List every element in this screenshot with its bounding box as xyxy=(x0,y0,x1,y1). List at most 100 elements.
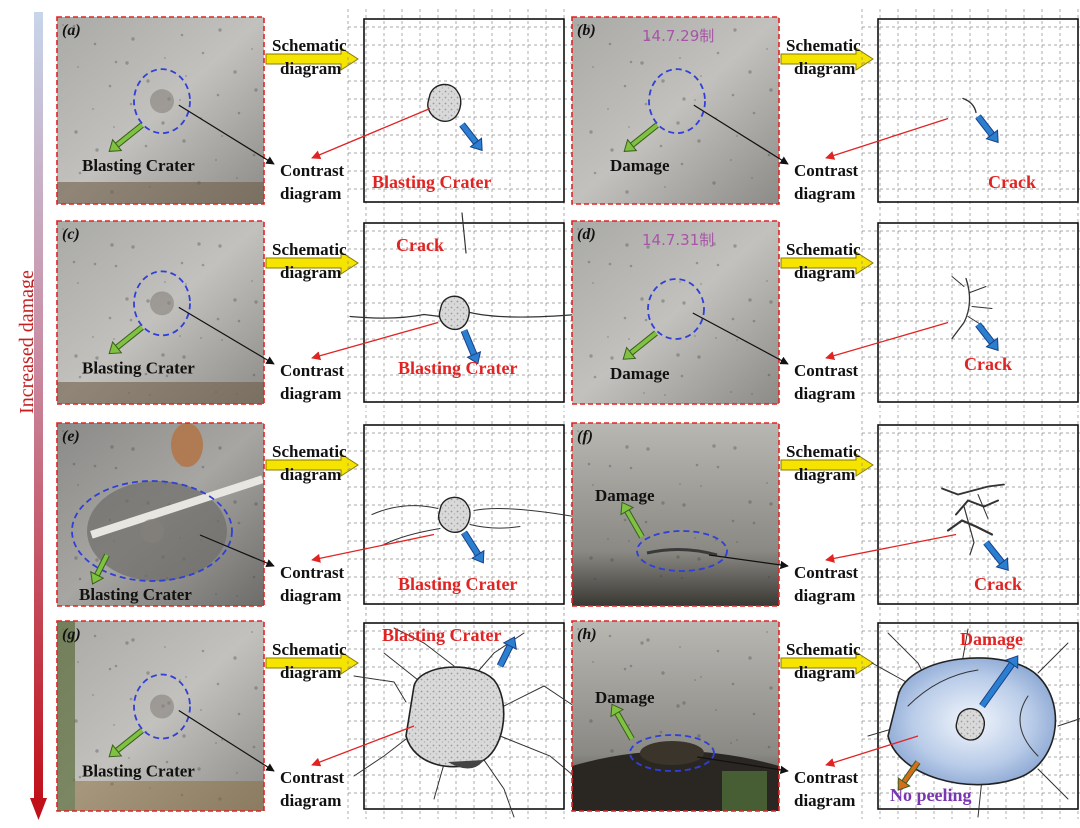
photo-speckle xyxy=(215,742,217,744)
photo-label: Damage xyxy=(595,688,655,707)
crack-line xyxy=(469,311,577,318)
photo-speckle xyxy=(108,84,112,88)
photo-speckle xyxy=(237,111,241,115)
schematic-frame xyxy=(877,424,1079,605)
schematic-label: Crack xyxy=(988,172,1036,192)
photo-speckle xyxy=(74,130,78,134)
photo-speckle xyxy=(182,734,186,738)
panel-h: (h)DamageSchematicdiagramContrastdiagram… xyxy=(571,613,1080,819)
photo-background xyxy=(572,221,779,404)
photo-speckle xyxy=(114,664,118,668)
photo-speckle xyxy=(110,445,114,449)
photo-ruler xyxy=(90,475,264,539)
photo-speckle xyxy=(72,462,76,466)
photo-speckle xyxy=(108,667,112,671)
contrast-label-line2: diagram xyxy=(280,184,341,203)
photo-pointer-arrow-shaft xyxy=(615,712,634,740)
photo-speckle xyxy=(629,664,633,668)
photo-speckle xyxy=(664,596,666,598)
blue-arrow-head xyxy=(471,549,485,564)
photo-speckle xyxy=(640,61,644,65)
blue-arrow-head xyxy=(466,350,482,365)
crack-line xyxy=(907,669,979,707)
photo-speckle xyxy=(640,641,644,645)
photo-speckle xyxy=(716,263,720,267)
photo-speckle xyxy=(736,541,738,543)
photo-speckle xyxy=(215,593,217,595)
photo-speckle xyxy=(644,102,648,106)
photo-crater-spot xyxy=(150,89,174,114)
panel-e: (e)Blasting CraterSchematicdiagramContra… xyxy=(56,415,578,614)
photo-speckle xyxy=(731,317,735,321)
photo-speckle xyxy=(751,177,753,179)
photo-speckle xyxy=(610,558,614,562)
photo-pointer-arrow-shaft xyxy=(115,123,144,147)
photo-speckle xyxy=(254,686,258,690)
photo-speckle xyxy=(197,242,201,246)
photo-pointer-arrow-head xyxy=(610,703,625,718)
photo-pointer-arrow-shaft xyxy=(625,510,644,538)
schematic-frame xyxy=(877,222,1079,403)
crack-line xyxy=(955,499,999,516)
photo-speckle xyxy=(712,242,716,246)
photo-speckle xyxy=(62,430,64,432)
photo-speckle xyxy=(646,245,650,249)
photo-speckle xyxy=(640,499,644,503)
crack-line xyxy=(1019,695,1039,757)
photo-speckle xyxy=(92,108,94,110)
crack-line xyxy=(483,759,515,818)
photo-speckle xyxy=(587,462,591,466)
photo-speckle xyxy=(77,484,79,486)
photo-speckle xyxy=(218,244,222,248)
schematic-label: Blasting Crater xyxy=(372,172,491,192)
photo-speckle xyxy=(254,300,258,304)
photo-ground xyxy=(57,182,264,204)
photo-speckle xyxy=(629,264,633,268)
crack-line xyxy=(977,494,989,519)
crack-line xyxy=(499,735,575,777)
photo-speckle xyxy=(221,339,223,341)
photo-speckle xyxy=(216,682,220,686)
blasting-crater-shape xyxy=(437,496,471,534)
photo-speckle xyxy=(716,649,720,653)
photo-speckle xyxy=(201,263,205,267)
photo-speckle xyxy=(74,354,78,358)
photo-speckle xyxy=(589,354,593,358)
photo-speckle xyxy=(92,336,94,338)
photo-g: (g)Blasting Crater xyxy=(56,620,265,812)
photo-speckle xyxy=(593,171,597,175)
schematic-yellow-arrow xyxy=(780,453,874,477)
crack-line xyxy=(371,505,439,515)
photo-speckle xyxy=(93,42,97,46)
photo-speckle xyxy=(233,656,237,660)
contrast-label-line1: Contrast xyxy=(794,768,859,787)
panels-layer: (a)Blasting CraterSchematicdiagramContra… xyxy=(56,9,1080,819)
photo-speckle xyxy=(131,37,135,41)
photo-speckle xyxy=(95,148,99,152)
photo-speckle xyxy=(233,500,237,504)
photo-speckle xyxy=(733,446,737,450)
crack-line xyxy=(469,524,521,529)
photo-speckle xyxy=(72,24,76,28)
photo-speckle xyxy=(179,679,181,681)
photo-speckle xyxy=(769,502,773,506)
schematic-label-line2: diagram xyxy=(280,263,341,282)
panel-a: (a)Blasting CraterSchematicdiagramContra… xyxy=(56,9,578,212)
schematic-label: Crack xyxy=(964,354,1012,374)
photo-speckle xyxy=(108,316,112,320)
schematic-f: Crack xyxy=(861,415,1080,614)
schematic-label-line1: Schematic xyxy=(272,36,347,55)
photo-speckle xyxy=(608,634,612,638)
photo-pointer-arrow-head xyxy=(622,346,637,360)
schematic-d: Crack xyxy=(861,213,1080,412)
panel-f: (f)DamageSchematicdiagramContrastdiagram… xyxy=(571,415,1080,614)
schematic-yellow-arrow xyxy=(265,651,359,675)
crack-line xyxy=(383,652,419,681)
blue-arrow-head xyxy=(502,636,517,651)
photo-pointer-arrow-head xyxy=(623,138,638,152)
photo-speckle xyxy=(752,521,756,525)
photo-label: Damage xyxy=(595,486,655,505)
contrast-red-pointer xyxy=(825,117,949,160)
schematic-label: Crack xyxy=(974,574,1022,594)
